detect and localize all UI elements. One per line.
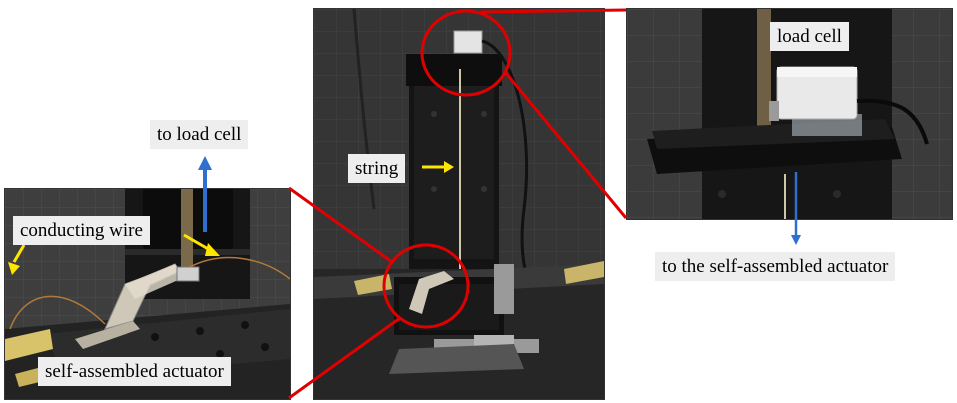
load-cell-callout-circle bbox=[420, 9, 512, 97]
to-actuator-label: to the self-assembled actuator bbox=[655, 252, 896, 281]
down-arrow-head bbox=[791, 235, 801, 245]
string-label: string bbox=[348, 154, 406, 183]
actuator-callout-circle bbox=[382, 243, 470, 329]
wire-arrow-right-shaft bbox=[183, 233, 211, 252]
wire-arrow-left-head bbox=[8, 262, 20, 275]
conducting-wire-label: conducting wire bbox=[13, 216, 150, 245]
wire-arrow-right-head bbox=[205, 243, 220, 256]
load-cell-closeup-photo bbox=[626, 8, 953, 220]
apparatus-photo bbox=[313, 8, 605, 400]
self-assembled-actuator-label: self-assembled actuator bbox=[38, 357, 231, 386]
string-arrow-head bbox=[444, 161, 454, 173]
wire-arrow-left-shaft bbox=[12, 244, 26, 263]
callout-line-right-top bbox=[479, 8, 627, 14]
to-load-cell-label: to load cell bbox=[150, 120, 249, 149]
up-arrow-head bbox=[198, 156, 212, 170]
apparatus-drawing bbox=[314, 9, 604, 399]
callout-line-left-top bbox=[288, 186, 393, 264]
callout-line-right-bottom bbox=[503, 71, 628, 219]
load-cell-closeup-drawing bbox=[627, 9, 952, 219]
callout-line-left-bottom bbox=[288, 316, 401, 400]
load-cell-label: load cell bbox=[770, 22, 849, 51]
